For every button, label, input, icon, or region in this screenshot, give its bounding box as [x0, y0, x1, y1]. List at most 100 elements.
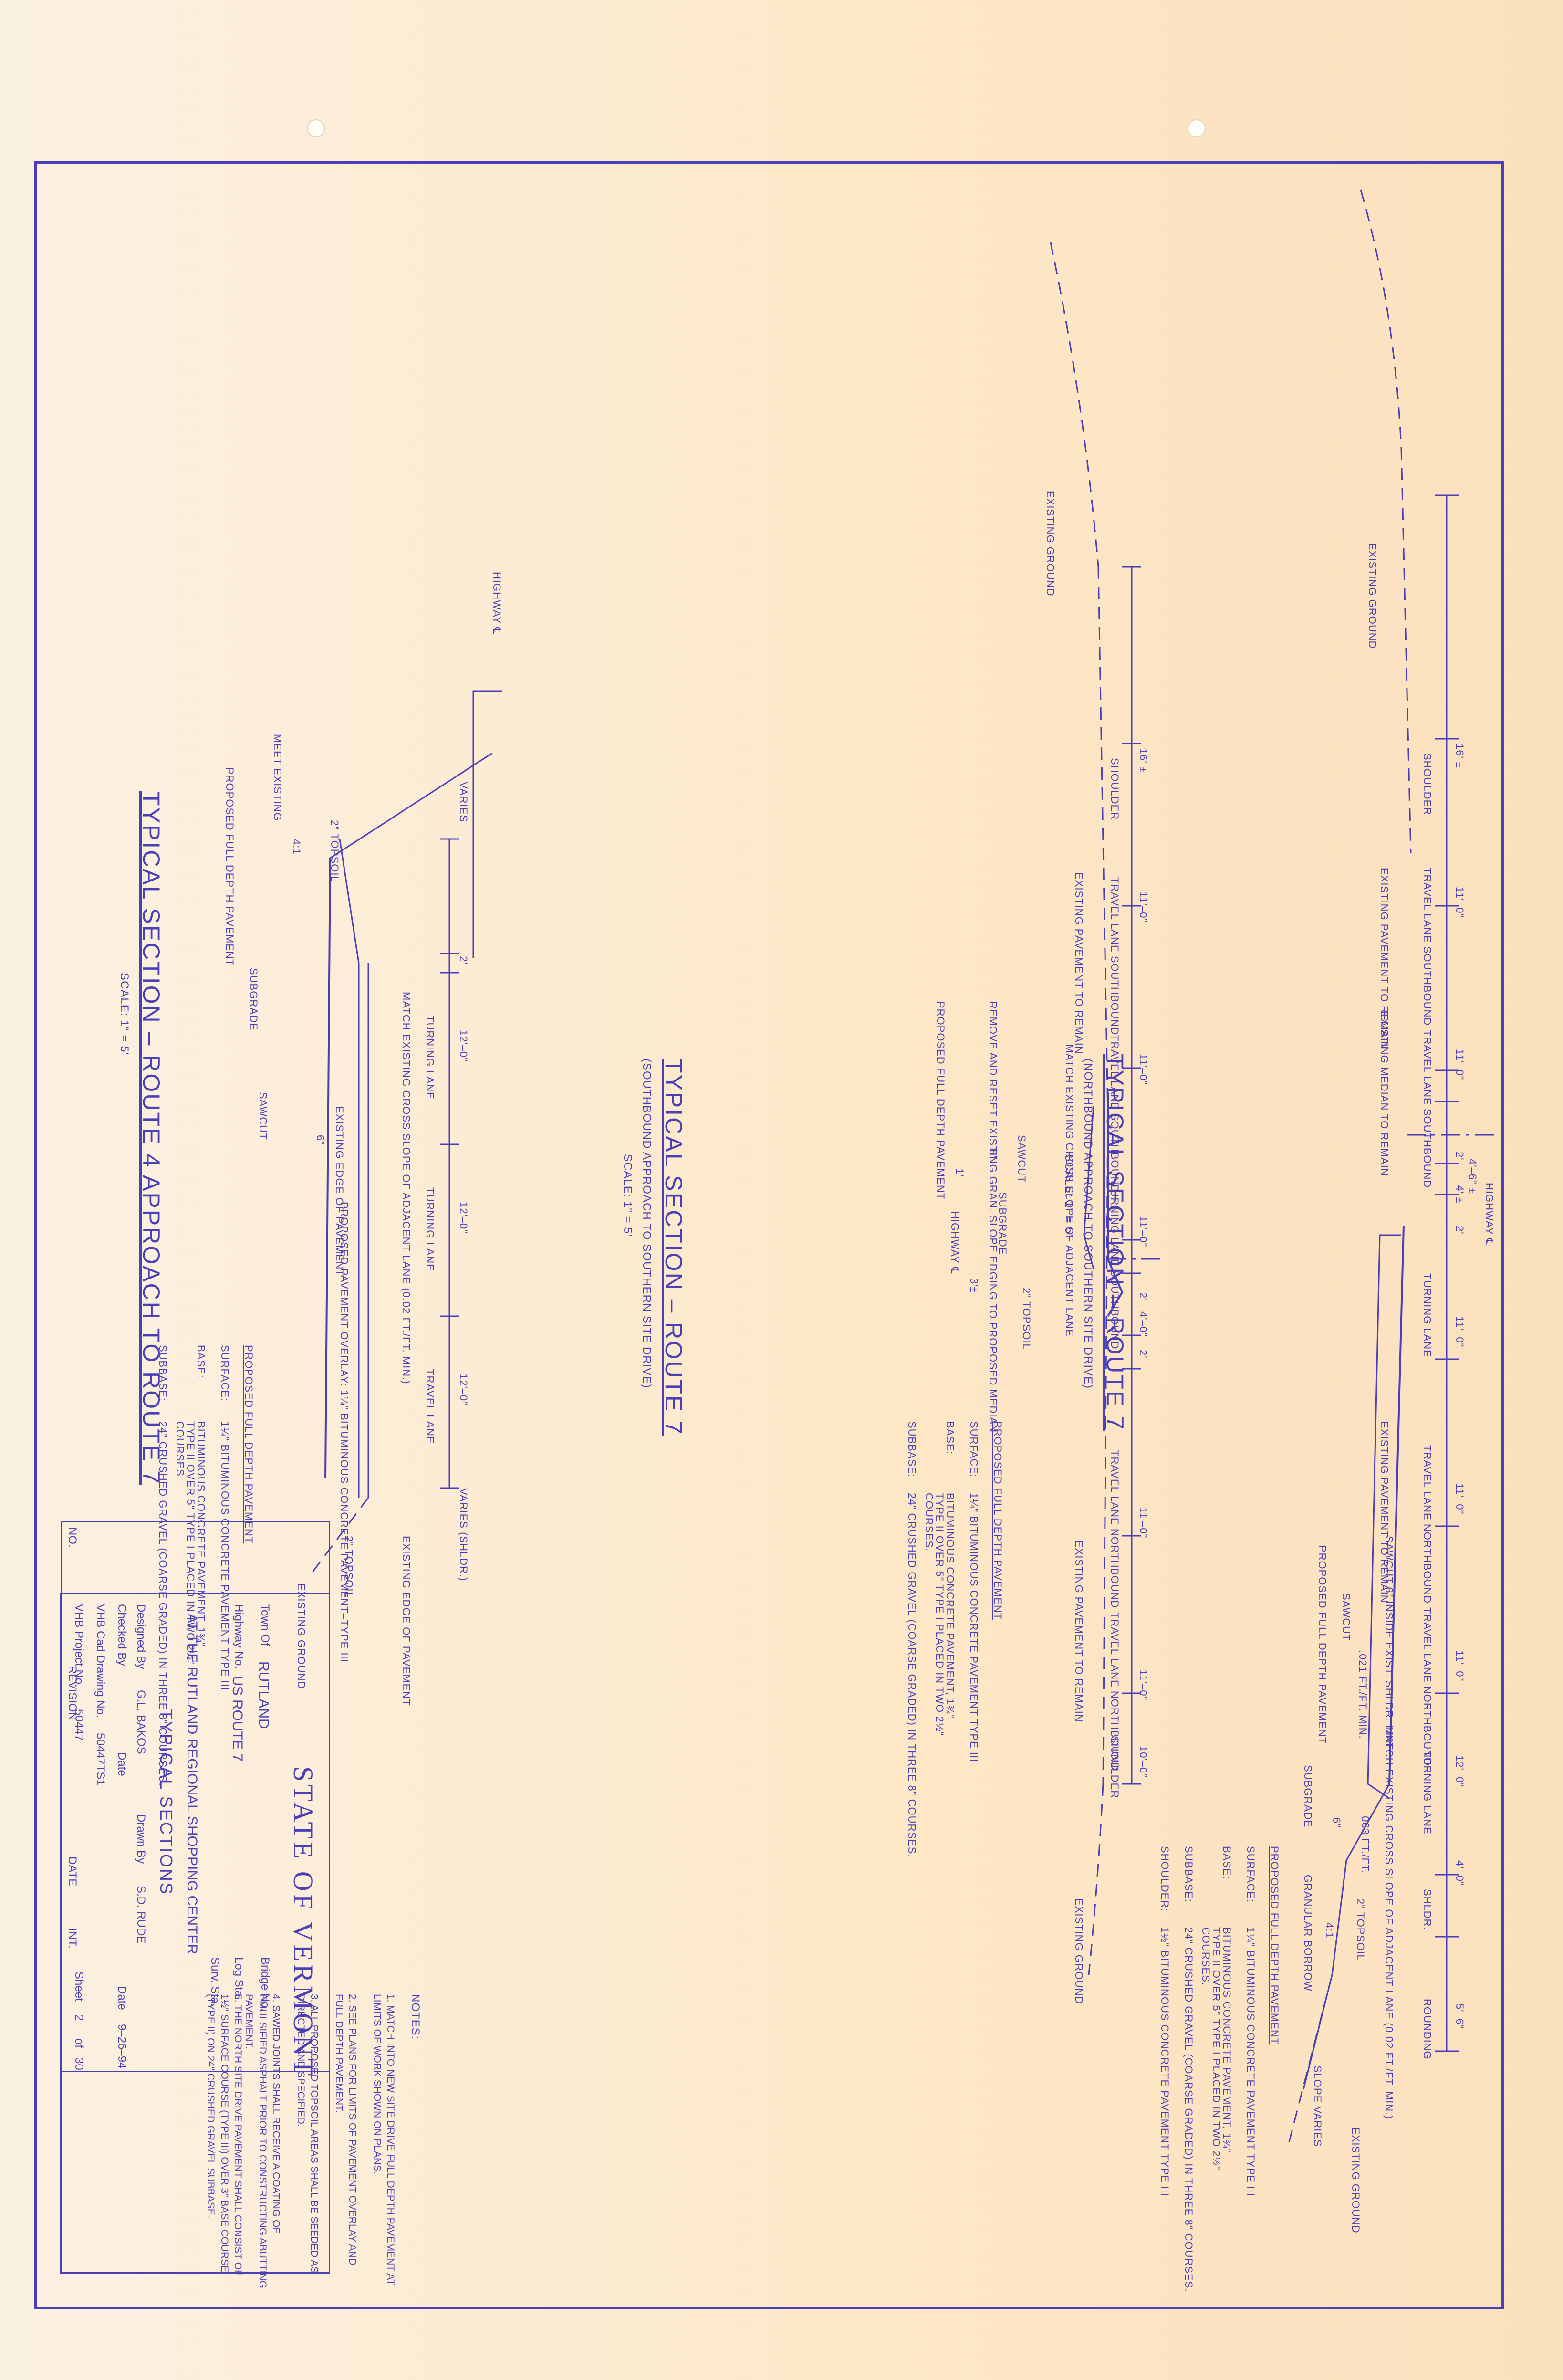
- title-project-line: AT THE RUTLAND REGIONAL SHOPPING CENTER: [184, 1614, 200, 1955]
- title-project: 50447: [73, 1709, 85, 1741]
- s3-callout-topsoil: 2" TOPSOIL: [329, 820, 341, 882]
- s3-callout-match-slope: MATCH EXISTING CROSS SLOPE OF ADJACENT L…: [400, 992, 412, 1384]
- s3-callout-meet-existing: MEET EXISTING: [271, 734, 283, 821]
- s1-lane-sb2: TRAVEL LANE SOUTHBOUND: [1421, 1030, 1433, 1188]
- s3-callout-full-depth: PROPOSED FULL DEPTH PAVEMENT: [224, 767, 236, 966]
- s1-pavement-surface-layer: SURFACE:: [1245, 1846, 1257, 1903]
- title-project-label: VHB Project No.: [73, 1604, 85, 1688]
- revision-col-no: NO.: [66, 1527, 79, 1548]
- s1-dim-11: 5'–6": [1454, 2003, 1466, 2029]
- s2-callout-pavement-remain: EXISTING PAVEMENT TO REMAIN: [1073, 872, 1085, 1054]
- full-depth-box-s2: [1083, 1106, 1094, 1269]
- s2-callout-topsoil: 2" TOPSOIL: [1021, 1288, 1032, 1350]
- s3-lane-turning-1: TURNING LANE: [424, 1016, 436, 1100]
- title-sheet-total: 30: [73, 2057, 85, 2070]
- s2-lane-turning: TURNING LANE SOUTHBOUND: [1109, 1183, 1121, 1350]
- title-date-label: Date: [115, 1752, 128, 1776]
- s3-dim-varies: VARIES: [458, 782, 469, 823]
- s1-dim-9: 12'–0": [1454, 1755, 1466, 1787]
- pavement-s3: [324, 858, 331, 1479]
- title-state: STATE OF VERMONT: [288, 1766, 319, 2079]
- s1-callout-existing-ground: EXISTING GROUND: [1366, 543, 1378, 649]
- note-2: 2. SEE PLANS FOR LIMITS OF PAVEMENT OVER…: [333, 1994, 358, 2265]
- section3-scale: SCALE: 1" = 5': [118, 973, 131, 1056]
- ground-line-s1-mid: [1400, 447, 1412, 854]
- s1-callout-sawcut: SAWCUT: [1340, 1593, 1352, 1641]
- title-cad-label: VHB Cad Drawing No.: [94, 1604, 107, 1718]
- s2-dim-10: 3'±: [968, 1278, 980, 1293]
- s2-dim-3: 11'–0": [1137, 1216, 1149, 1248]
- s2-pavement-base-desc: BITUMINOUS CONCRETE PAVEMENT, 1¾" TYPE I…: [923, 1493, 956, 1736]
- s3-pavement-subbase-layer: SUBBASE:: [157, 1345, 169, 1402]
- pavement-s1: [1388, 1225, 1405, 1784]
- s3-dim-12b: 12'–0": [458, 1202, 469, 1234]
- s2-dim-shoulder: 16' ±: [1137, 748, 1149, 773]
- s3-dim-2ft: 2': [458, 956, 469, 965]
- s3-callout-edge-2: EXISTING EDGE OF PAVEMENT: [400, 1536, 412, 1706]
- dim-ticks-s2: [1122, 566, 1141, 1785]
- title-sheet-of: of: [73, 2038, 85, 2048]
- s1-callout-topsoil: 2" TOPSOIL: [1355, 1898, 1366, 1961]
- s2-lane-shoulder: SHOULDER: [1109, 758, 1121, 820]
- s1-pavement-subbase-layer: SUBBASE:: [1183, 1846, 1195, 1903]
- s1-pavement-heading: PROPOSED FULL DEPTH PAVEMENT: [1269, 1846, 1281, 2045]
- title-log-label: Log Sta.: [232, 1957, 245, 2000]
- title-block: STATE OF VERMONT Town Of RUTLAND Bridge …: [60, 1593, 330, 2274]
- section-linework: [310, 189, 1494, 2142]
- s3-callout-6in: 6": [314, 1135, 326, 1146]
- s2-dim-1: 11'–0": [1137, 891, 1149, 923]
- section2-scale: SCALE: 1" = 5': [621, 1154, 634, 1237]
- s1-callout-match-slope: MATCH EXISTING CROSS SLOPE OF ADJACENT L…: [1383, 1727, 1395, 2119]
- s1-dim-4: 4' ±: [1454, 1185, 1466, 1204]
- s1-pavement-surface-desc: 1¼" BITUMINOUS CONCRETE PAVEMENT TYPE II…: [1245, 1927, 1257, 2197]
- s3-lane-travel: TRAVEL LANE: [424, 1369, 436, 1444]
- s2-pavement-surface-desc: 1¼" BITUMINOUS CONCRETE PAVEMENT TYPE II…: [968, 1493, 980, 1762]
- dim-ticks-s3: [440, 838, 459, 1489]
- s2-pavement-surface-layer: SURFACE:: [968, 1421, 980, 1478]
- s1-lane-turning: TURNING LANE: [1421, 1273, 1433, 1357]
- s1-callout-021: .021 FT./FT. MIN.: [1357, 1650, 1369, 1739]
- ground-line-s1-left: [1360, 189, 1402, 448]
- s3-pavement-base-layer: BASE:: [195, 1345, 207, 1378]
- s1-callout-subgrade: SUBGRADE: [1302, 1765, 1314, 1828]
- s2-lane-sb2: TRAVEL LANE SOUTHBOUND: [1109, 1035, 1121, 1193]
- s3-dim-12c: 12'–0": [458, 1373, 469, 1405]
- s1-lane-nb1: TRAVEL LANE NORTHBOUND: [1421, 1445, 1433, 1604]
- s2-dim-4: 2': [1137, 1292, 1149, 1301]
- centerline-leader-s3: [472, 690, 502, 958]
- s1-dim-8: 11'–0": [1454, 1650, 1466, 1682]
- title-drawn: S.D. RUDE: [135, 1886, 147, 1944]
- s2-callout-6in: 6": [987, 1149, 999, 1160]
- s1-callout-existing-ground-2: EXISTING GROUND: [1350, 2128, 1362, 2233]
- s2-dim-8: 11'–0": [1137, 1669, 1149, 1701]
- s3-dim-varies-shldr: VARIES (SHLDR.): [458, 1488, 469, 1582]
- section1-subtitle: (NORTHBOUND APPROACH TO SOUTHERN SITE DR…: [1082, 1059, 1094, 1389]
- title-designed: G.L. BAKOS: [135, 1690, 147, 1754]
- section3-centerline: HIGHWAY ℄: [491, 572, 503, 635]
- s3-callout-topsoil-2: 2" TOPSOIL: [343, 1536, 355, 1598]
- s1-callout-slope-varies: SLOPE VARIES: [1312, 2065, 1323, 2147]
- title-checked-label: Checked By: [115, 1604, 128, 1666]
- s2-dim-6: 2': [1137, 1350, 1149, 1359]
- s2-pavement-subbase-layer: SUBBASE:: [906, 1421, 918, 1478]
- title-highway: US ROUTE 7: [229, 1676, 245, 1762]
- s1-dim-2: 11'–0": [1454, 1049, 1466, 1080]
- s2-dim-11: 1': [954, 1168, 966, 1177]
- s1-callout-sawcut-inside: SAWCUT 6" INSIDE EXIST. SHLDR. LINE: [1383, 1536, 1395, 1751]
- s1-pavement-base-desc: BITUMINOUS CONCRETE PAVEMENT, 1¾" TYPE I…: [1200, 1927, 1233, 2170]
- s3-dim-12a: 12'–0": [458, 1030, 469, 1062]
- title-sheet-title: TYPICAL SECTIONS: [156, 1709, 176, 1896]
- section2-subtitle: (SOUTHBOUND APPROACH TO SOUTHERN SITE DR…: [640, 1059, 653, 1389]
- section2-title: TYPICAL SECTION – ROUTE 7: [660, 1059, 687, 1436]
- s1-callout-6in: 6": [1331, 1817, 1343, 1828]
- dim-ticks-s1: [1435, 494, 1459, 2052]
- ground-line-s1-right: [1288, 1974, 1333, 2142]
- title-designed-label: Designed By: [135, 1604, 147, 1669]
- title-surv-label: Surv. Sta.: [208, 1957, 221, 2007]
- s3-lane-turning-2: TURNING LANE: [424, 1187, 436, 1271]
- s1-lane-nb2: TRAVEL LANE NORTHBOUND: [1421, 1607, 1433, 1766]
- median-s2: [1107, 1092, 1124, 1317]
- s1-dim-7: 11'–0": [1454, 1483, 1466, 1515]
- section2-centerline: HIGHWAY ℄: [949, 1211, 961, 1274]
- s2-callout-sawcut: SAWCUT: [1016, 1135, 1028, 1183]
